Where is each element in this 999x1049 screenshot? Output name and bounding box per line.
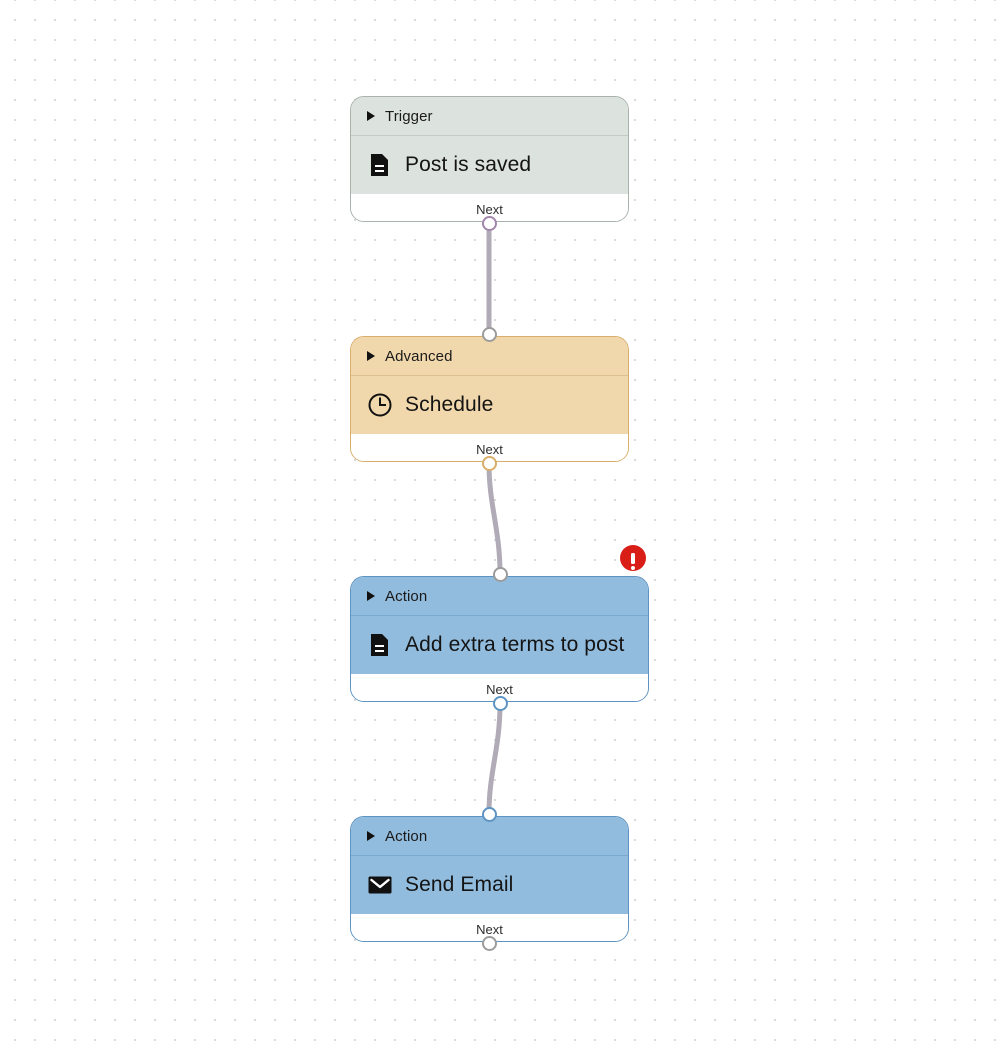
node-body[interactable]: Post is saved [351, 136, 628, 194]
node-kind-label: Trigger [385, 107, 433, 125]
workflow-edge [486, 461, 503, 576]
node-title: Add extra terms to post [405, 633, 625, 656]
node-divider [351, 375, 628, 376]
node-kind-label: Action [385, 827, 428, 845]
clock-icon [367, 392, 393, 418]
connection-port[interactable] [481, 935, 497, 951]
node-title: Send Email [405, 873, 514, 896]
node-kind-label: Advanced [385, 347, 453, 365]
error-badge[interactable] [620, 545, 646, 571]
node-kind-label: Action [385, 587, 428, 605]
workflow-edge [486, 701, 503, 816]
next-label: Next [476, 441, 503, 457]
node-divider [351, 855, 628, 856]
node-body[interactable]: Send Email [351, 856, 628, 914]
node-header[interactable]: Advanced [351, 337, 628, 375]
node-header[interactable]: Action [351, 577, 648, 615]
node-header[interactable]: Trigger [351, 97, 628, 135]
connection-port[interactable] [481, 806, 497, 822]
expand-triangle-icon[interactable] [367, 591, 375, 601]
connection-port[interactable] [492, 566, 508, 582]
node-title: Post is saved [405, 153, 532, 176]
connection-port[interactable] [481, 326, 497, 342]
exclamation-icon [631, 552, 635, 570]
node-body[interactable]: Add extra terms to post [351, 616, 648, 674]
node-body[interactable]: Schedule [351, 376, 628, 434]
document-icon [367, 152, 393, 178]
next-label: Next [486, 681, 513, 697]
node-header[interactable]: Action [351, 817, 628, 855]
connection-port[interactable] [492, 695, 508, 711]
expand-triangle-icon[interactable] [367, 831, 375, 841]
connection-port[interactable] [481, 455, 497, 471]
document-icon [367, 632, 393, 658]
envelope-icon [367, 872, 393, 898]
next-label: Next [476, 921, 503, 937]
node-divider [351, 615, 648, 616]
expand-triangle-icon[interactable] [367, 351, 375, 361]
connection-port[interactable] [481, 215, 497, 231]
next-label: Next [476, 201, 503, 217]
node-title: Schedule [405, 393, 494, 416]
node-divider [351, 135, 628, 136]
expand-triangle-icon[interactable] [367, 111, 375, 121]
